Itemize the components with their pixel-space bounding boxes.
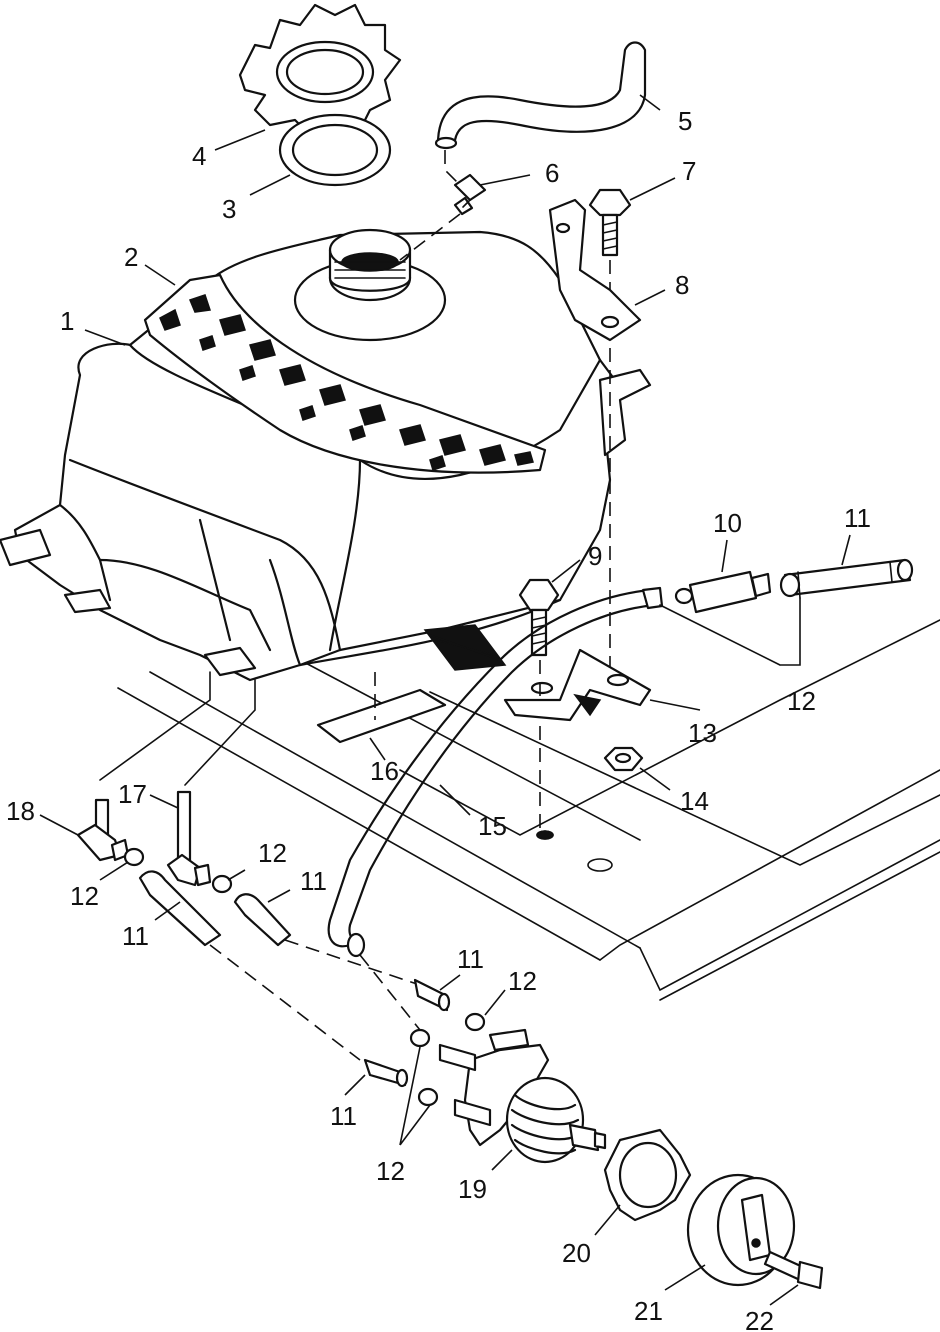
- callout-11-bottom: 11: [330, 1101, 357, 1131]
- callout-20: 20: [562, 1238, 591, 1268]
- callout-12-left: 12: [70, 881, 99, 911]
- left-hose-dashline-b: [284, 939, 421, 986]
- mount-bolt: [518, 578, 560, 657]
- callout-11-left: 11: [122, 921, 149, 951]
- tank-pad: [316, 688, 447, 744]
- fuel-valve: [409, 1012, 607, 1164]
- callout-12-top: 12: [787, 686, 816, 716]
- callout-13: 13: [688, 718, 717, 748]
- clamp-leader-lines: [659, 597, 801, 666]
- vent-hose: [434, 41, 647, 150]
- callout-labels: 1 2 3 4 5 6 7 8 9 10 11 12 13 14 15 16 1…: [6, 106, 871, 1332]
- callout-6: 6: [545, 158, 559, 188]
- chassis-frame: [117, 619, 940, 1001]
- bracket-bolt: [588, 188, 632, 257]
- fuel-line: [327, 586, 664, 958]
- fuel-filter: [674, 570, 772, 614]
- callout-12-right: 12: [508, 966, 537, 996]
- knob-screw: [763, 1250, 824, 1290]
- left-hose-dashline-a: [209, 944, 361, 1061]
- leader-lines: [39, 94, 851, 1306]
- callout-9: 9: [588, 541, 602, 571]
- vent-dashline: [399, 150, 461, 261]
- hex-nut: [603, 746, 644, 772]
- tank-strap: [143, 273, 547, 474]
- callout-21: 21: [634, 1296, 663, 1326]
- elbow-fitting-17: [166, 790, 212, 887]
- elbow-fitting-18: [76, 798, 130, 862]
- callout-16: 16: [370, 756, 399, 786]
- callout-8: 8: [675, 270, 689, 300]
- callout-5: 5: [678, 106, 692, 136]
- callout-11-top: 11: [844, 503, 871, 533]
- fuel-tank: [0, 228, 652, 682]
- fitting-leaders: [99, 671, 256, 786]
- callout-18: 18: [6, 796, 35, 826]
- lower-hoses: [363, 978, 451, 1088]
- callout-15: 15: [478, 811, 507, 841]
- cap-gasket: [278, 113, 392, 187]
- callout-11-right: 11: [457, 944, 484, 974]
- callout-7: 7: [682, 156, 696, 186]
- callout-11-mid: 11: [300, 866, 327, 896]
- callout-1: 1: [60, 306, 74, 336]
- vent-fitting: [453, 173, 487, 216]
- hose-clamps-left: [123, 847, 233, 894]
- crossmember-bracket: [503, 648, 652, 722]
- fuel-cap: [238, 3, 402, 157]
- callout-2: 2: [124, 242, 138, 272]
- callout-12-mid: 12: [258, 838, 287, 868]
- callout-14: 14: [680, 786, 709, 816]
- filter-hose: [779, 558, 914, 599]
- callout-4: 4: [192, 141, 206, 171]
- callout-3: 3: [222, 194, 236, 224]
- callout-10: 10: [713, 508, 742, 538]
- valve-knob: [686, 1173, 796, 1287]
- callout-17: 17: [118, 779, 147, 809]
- fuel-line-dashline: [359, 954, 421, 1031]
- callout-19: 19: [458, 1174, 487, 1204]
- mount-hole: [536, 830, 554, 840]
- tank-bracket: [548, 198, 642, 342]
- callout-22: 22: [745, 1306, 774, 1332]
- left-hoses: [138, 870, 292, 947]
- callout-12-bottom: 12: [376, 1156, 405, 1186]
